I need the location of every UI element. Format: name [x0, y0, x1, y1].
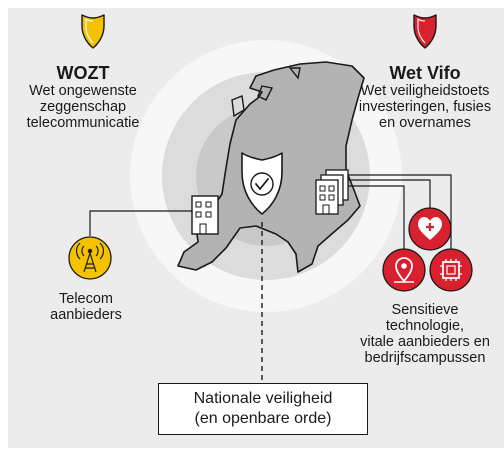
- wozt-title: WOZT: [56, 63, 110, 83]
- sensitive-line-2: technologie,: [385, 318, 465, 334]
- heart-plus-icon: [408, 207, 452, 251]
- vifo-label: Wet Vifo Wet veiligheidstoets investerin…: [340, 63, 504, 131]
- national-security-box: Nationale veiligheid (en openbare orde): [158, 383, 368, 435]
- telecom-line-1: Telecom: [59, 291, 113, 307]
- national-line-1: Nationale veiligheid: [193, 390, 333, 407]
- wozt-line-1: Wet ongewenste: [29, 83, 137, 99]
- red-shield-icon: [413, 14, 437, 49]
- wozt-label: WOZT Wet ongewenste zeggenschap telecomm…: [18, 63, 148, 131]
- building-icon: [191, 195, 219, 235]
- shield-check-icon: [241, 152, 283, 215]
- sensitive-line-3: vitale aanbieders en: [360, 334, 490, 350]
- vifo-line-1: Wet veiligheidstoets: [360, 83, 490, 99]
- national-line-2: (en openbare orde): [194, 410, 332, 427]
- yellow-shield-icon: [81, 14, 105, 49]
- vifo-line-2: investeringen, fusies: [358, 99, 492, 115]
- sensitive-line-4: bedrijfscampussen: [364, 350, 486, 366]
- wozt-line-2: zeggenschap: [39, 99, 127, 115]
- sensitive-label: Sensitieve technologie, vitale aanbieder…: [340, 302, 504, 366]
- telecom-label: Telecom aanbieders: [36, 291, 136, 323]
- buildings-stack-icon: [315, 169, 349, 215]
- wozt-line-3: telecommunicatie: [26, 115, 140, 131]
- antenna-icon: [68, 236, 112, 280]
- location-pin-icon: [382, 248, 426, 292]
- vifo-line-3: en overnames: [379, 115, 471, 131]
- telecom-line-2: aanbieders: [50, 307, 122, 323]
- vifo-title: Wet Vifo: [389, 63, 461, 83]
- sensitive-line-1: Sensitieve: [391, 302, 459, 318]
- chip-icon: [429, 248, 473, 292]
